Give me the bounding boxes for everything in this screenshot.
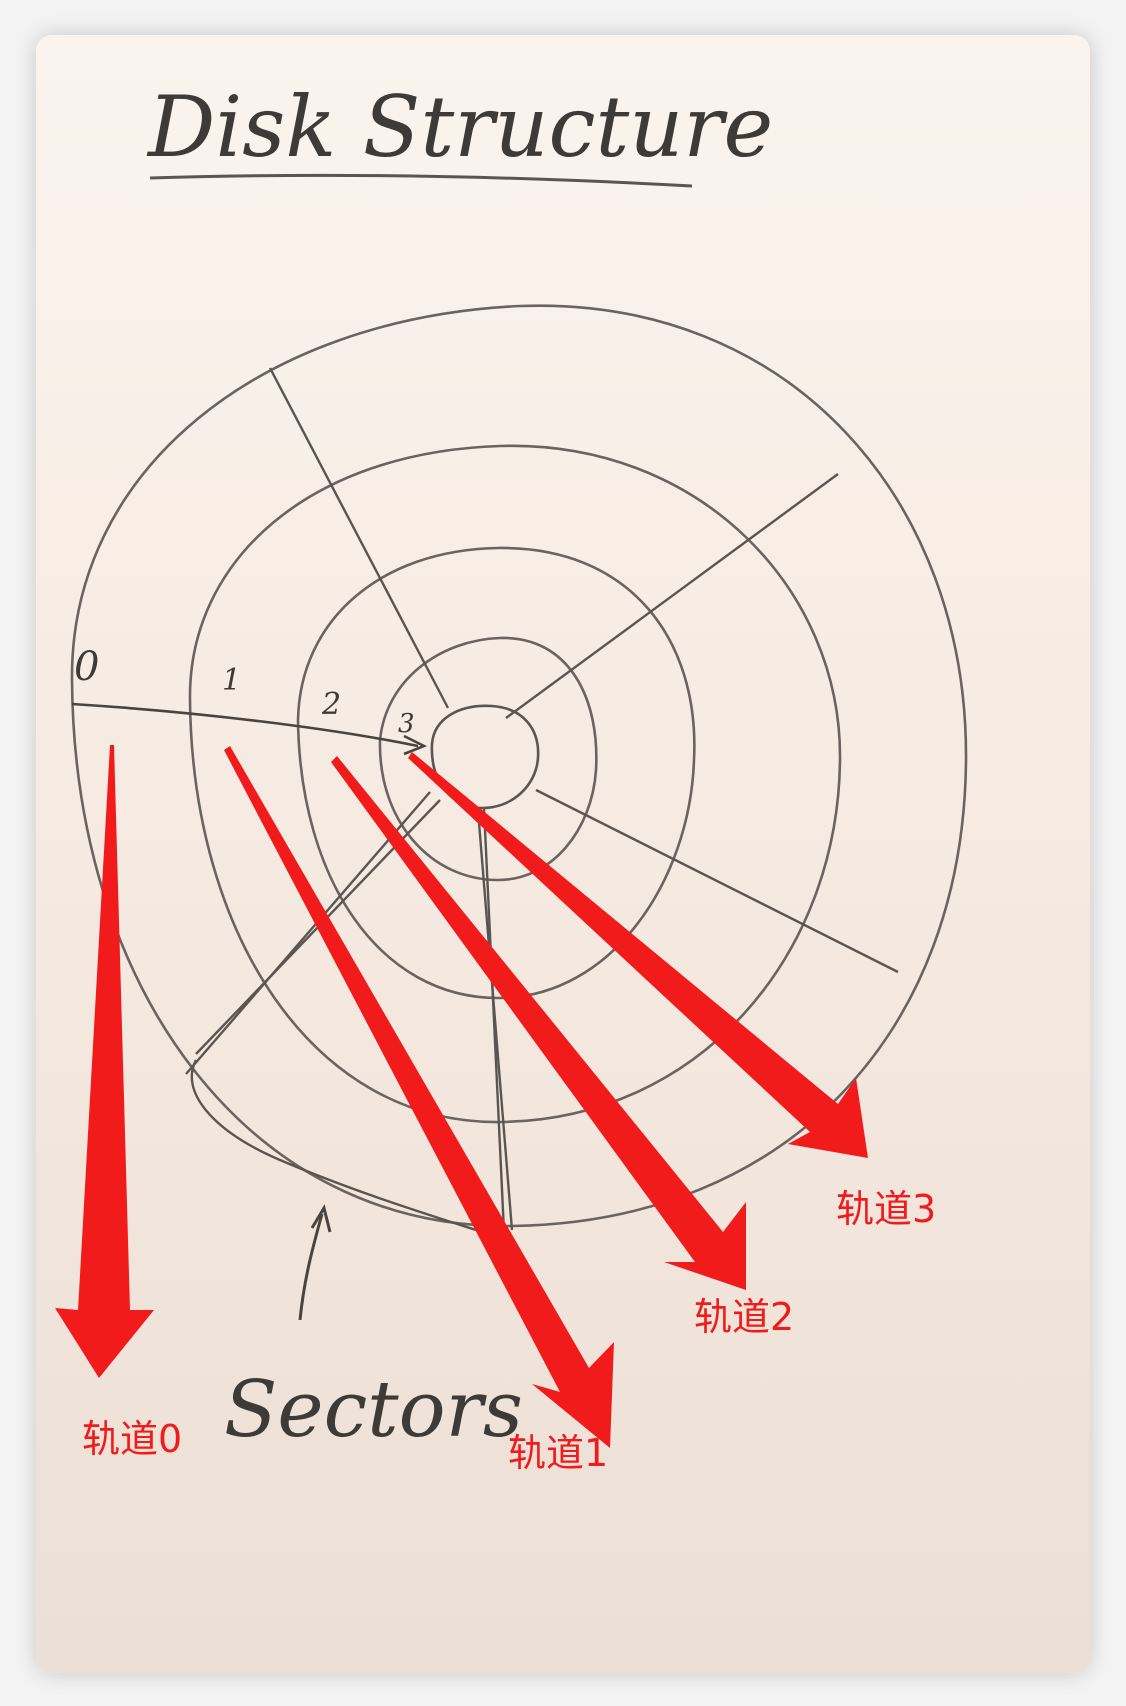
track-number-2: 2 xyxy=(321,687,341,722)
annotation-arrow-1 xyxy=(224,746,614,1448)
track-label-3: 轨道3 xyxy=(836,1187,936,1231)
sketch-card: Disk Structure 0 1 2 3 xyxy=(36,35,1090,1673)
track-number-1: 1 xyxy=(222,663,241,698)
track-label-0: 轨道0 xyxy=(82,1417,182,1461)
sector-outline xyxy=(190,1059,477,1232)
track-label-1: 轨道1 xyxy=(508,1431,608,1475)
track-ring-1 xyxy=(188,444,842,1124)
sector-line xyxy=(268,367,450,709)
diagram-title: Disk Structure xyxy=(146,78,773,176)
disk-diagram: Disk Structure 0 1 2 3 xyxy=(55,78,968,1475)
annotation-arrow-2 xyxy=(331,756,746,1290)
sectors-caption: Sectors xyxy=(224,1365,523,1455)
sector-line xyxy=(505,473,839,719)
radial-pointer-head xyxy=(403,734,428,756)
sector-line xyxy=(476,809,514,1231)
radial-pointer xyxy=(71,702,419,748)
track-number-3: 3 xyxy=(398,709,415,739)
annotation-arrow-3 xyxy=(408,752,868,1158)
sector-line xyxy=(535,788,899,974)
track-number-0: 0 xyxy=(74,644,99,690)
sectors-arrow-head xyxy=(310,1204,332,1233)
track-ring-3 xyxy=(378,636,598,882)
track-rings xyxy=(70,304,968,1228)
title-underline xyxy=(149,173,693,188)
annotation-arrows xyxy=(55,745,868,1448)
annotation-arrow-0 xyxy=(55,745,154,1378)
track-ring-2 xyxy=(296,546,696,1000)
track-label-2: 轨道2 xyxy=(694,1295,794,1339)
track-ring-0 xyxy=(70,304,968,1228)
sectors-arrow xyxy=(298,1213,324,1321)
